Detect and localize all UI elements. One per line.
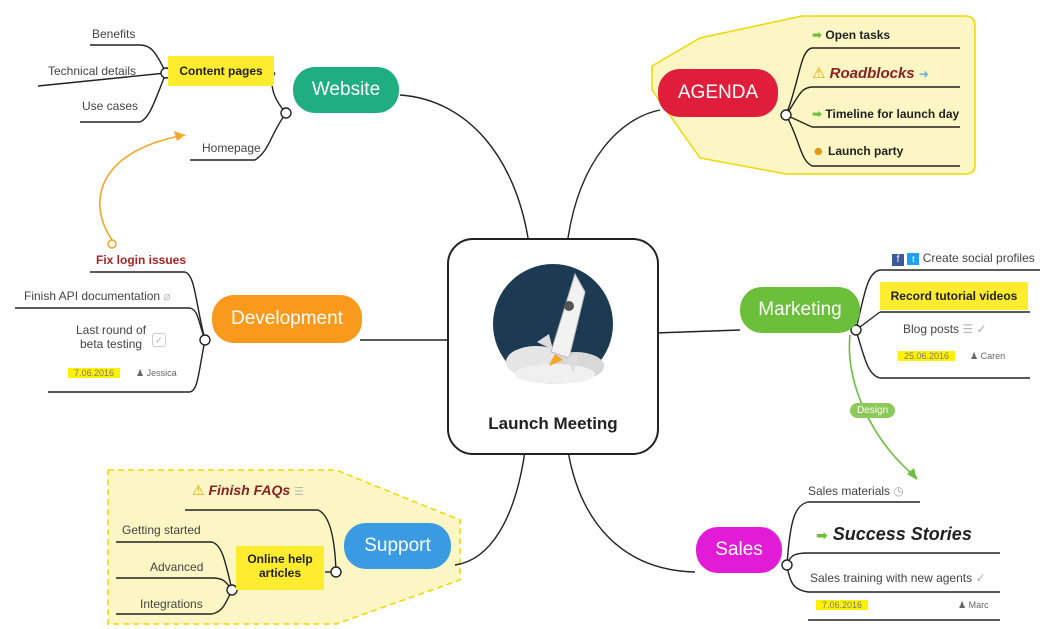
due-date: 25.06.2016	[898, 351, 956, 361]
technical-details-topic[interactable]: Technical details	[48, 64, 137, 78]
finish-api-topic[interactable]: Finish API documentation ⌀	[24, 289, 171, 303]
finish-api-label: Finish API documentation	[24, 289, 161, 303]
due-date: 7.06.2016	[816, 600, 869, 610]
last-round-topic[interactable]: Last round of beta testing	[76, 323, 146, 351]
blog-posts-label: Blog posts	[903, 322, 960, 336]
clock-icon: ◷	[893, 484, 904, 498]
checkbox-icon[interactable]: ✓	[976, 322, 987, 336]
advanced-topic[interactable]: Advanced	[150, 560, 204, 574]
online-help-line1: Online help	[247, 552, 313, 566]
support-label: Support	[364, 535, 431, 556]
support-node[interactable]: Support	[344, 523, 451, 569]
sales-training-label: Sales training with new agents	[810, 571, 973, 585]
fix-login-topic[interactable]: Fix login issues	[96, 253, 187, 267]
assignee: ♟ Marc	[958, 600, 989, 611]
central-topic[interactable]: Launch Meeting	[447, 238, 659, 455]
last-round-line1: Last round of	[76, 323, 147, 337]
roadblocks-label: Roadblocks	[829, 65, 915, 82]
checkbox-icon[interactable]: ✓	[975, 571, 986, 585]
agenda-label: AGENDA	[677, 82, 759, 103]
green-arrow-icon: ➡	[812, 28, 823, 42]
use-cases-topic[interactable]: Use cases	[82, 99, 139, 113]
sales-node[interactable]: Sales	[696, 527, 782, 573]
getting-started-topic[interactable]: Getting started	[122, 523, 201, 537]
checkbox-icon[interactable]: ✓	[152, 333, 166, 347]
central-title: Launch Meeting	[488, 414, 618, 433]
design-label[interactable]: Design	[850, 403, 896, 418]
assignee-name: Jessica	[146, 368, 177, 378]
sales-training-topic[interactable]: Sales training with new agents ✓	[810, 571, 986, 585]
open-tasks-label: Open tasks	[825, 28, 891, 42]
finish-faqs-topic[interactable]: ⚠ Finish FAQs ☰	[192, 482, 304, 499]
record-videos-topic[interactable]: Record tutorial videos	[880, 282, 1028, 310]
assignee-name: Caren	[980, 351, 1006, 361]
development-node[interactable]: Development	[212, 295, 362, 343]
launch-party-topic[interactable]: ☻ Launch party	[812, 144, 903, 158]
green-arrow-icon: ➡	[812, 107, 823, 121]
attachment-icon: ⌀	[163, 289, 171, 303]
green-arrow-icon: ➡	[816, 527, 828, 543]
warning-icon: ⚠	[192, 482, 205, 498]
website-node[interactable]: Website	[293, 67, 399, 113]
note-icon: ☰	[294, 486, 304, 498]
social-profiles-topic[interactable]: f t Create social profiles	[892, 251, 1035, 266]
marketing-label: Marketing	[758, 299, 842, 320]
dependency-arrow	[98, 134, 186, 241]
user-icon: ♟	[958, 600, 967, 610]
agenda-node[interactable]: AGENDA	[658, 69, 778, 117]
launch-party-label: Launch party	[827, 144, 904, 158]
note-icon: ☰	[962, 322, 974, 336]
content-pages-topic[interactable]: Content pages	[168, 56, 274, 86]
assignee: ♟ Caren	[970, 351, 1005, 362]
development-label: Development	[231, 308, 343, 329]
sales-materials-topic[interactable]: Sales materials ◷	[808, 484, 904, 498]
agenda-callout	[651, 15, 976, 175]
marketing-node[interactable]: Marketing	[740, 287, 860, 333]
assignee-name: Marc	[968, 600, 989, 610]
success-stories-label: Success Stories	[832, 524, 972, 544]
blog-posts-topic[interactable]: Blog posts ☰ ✓	[903, 322, 987, 336]
party-icon: ☻	[812, 144, 825, 158]
finish-faqs-label: Finish FAQs	[208, 482, 291, 498]
website-label: Website	[311, 79, 381, 100]
benefits-topic[interactable]: Benefits	[92, 27, 136, 41]
homepage-topic[interactable]: Homepage	[202, 141, 261, 155]
rocket-icon	[493, 264, 613, 384]
warning-icon: ⚠	[812, 65, 826, 82]
user-icon: ♟	[136, 368, 145, 378]
integrations-topic[interactable]: Integrations	[140, 597, 203, 611]
online-help-topic[interactable]: Online help articles	[236, 546, 324, 590]
timeline-label: Timeline for launch day	[825, 107, 960, 121]
last-round-line2: beta testing	[80, 337, 143, 351]
open-tasks-topic[interactable]: ➡ Open tasks	[812, 28, 890, 42]
due-date: 7.06.2016	[68, 368, 121, 378]
sales-label: Sales	[715, 539, 763, 560]
social-profiles-label: Create social profiles	[922, 251, 1035, 265]
facebook-icon: f	[892, 254, 904, 266]
roadblocks-topic[interactable]: ⚠ Roadblocks ➜	[812, 64, 929, 82]
twitter-icon: t	[907, 253, 920, 265]
sales-materials-label: Sales materials	[808, 484, 891, 498]
timeline-topic[interactable]: ➡ Timeline for launch day	[812, 107, 959, 121]
success-stories-topic[interactable]: ➡ Success Stories	[816, 524, 972, 545]
assignee: ♟ Jessica	[136, 368, 177, 379]
user-icon: ♟	[970, 351, 979, 361]
link-arrow-icon[interactable]: ➜	[918, 67, 929, 81]
online-help-line2: articles	[258, 566, 302, 580]
